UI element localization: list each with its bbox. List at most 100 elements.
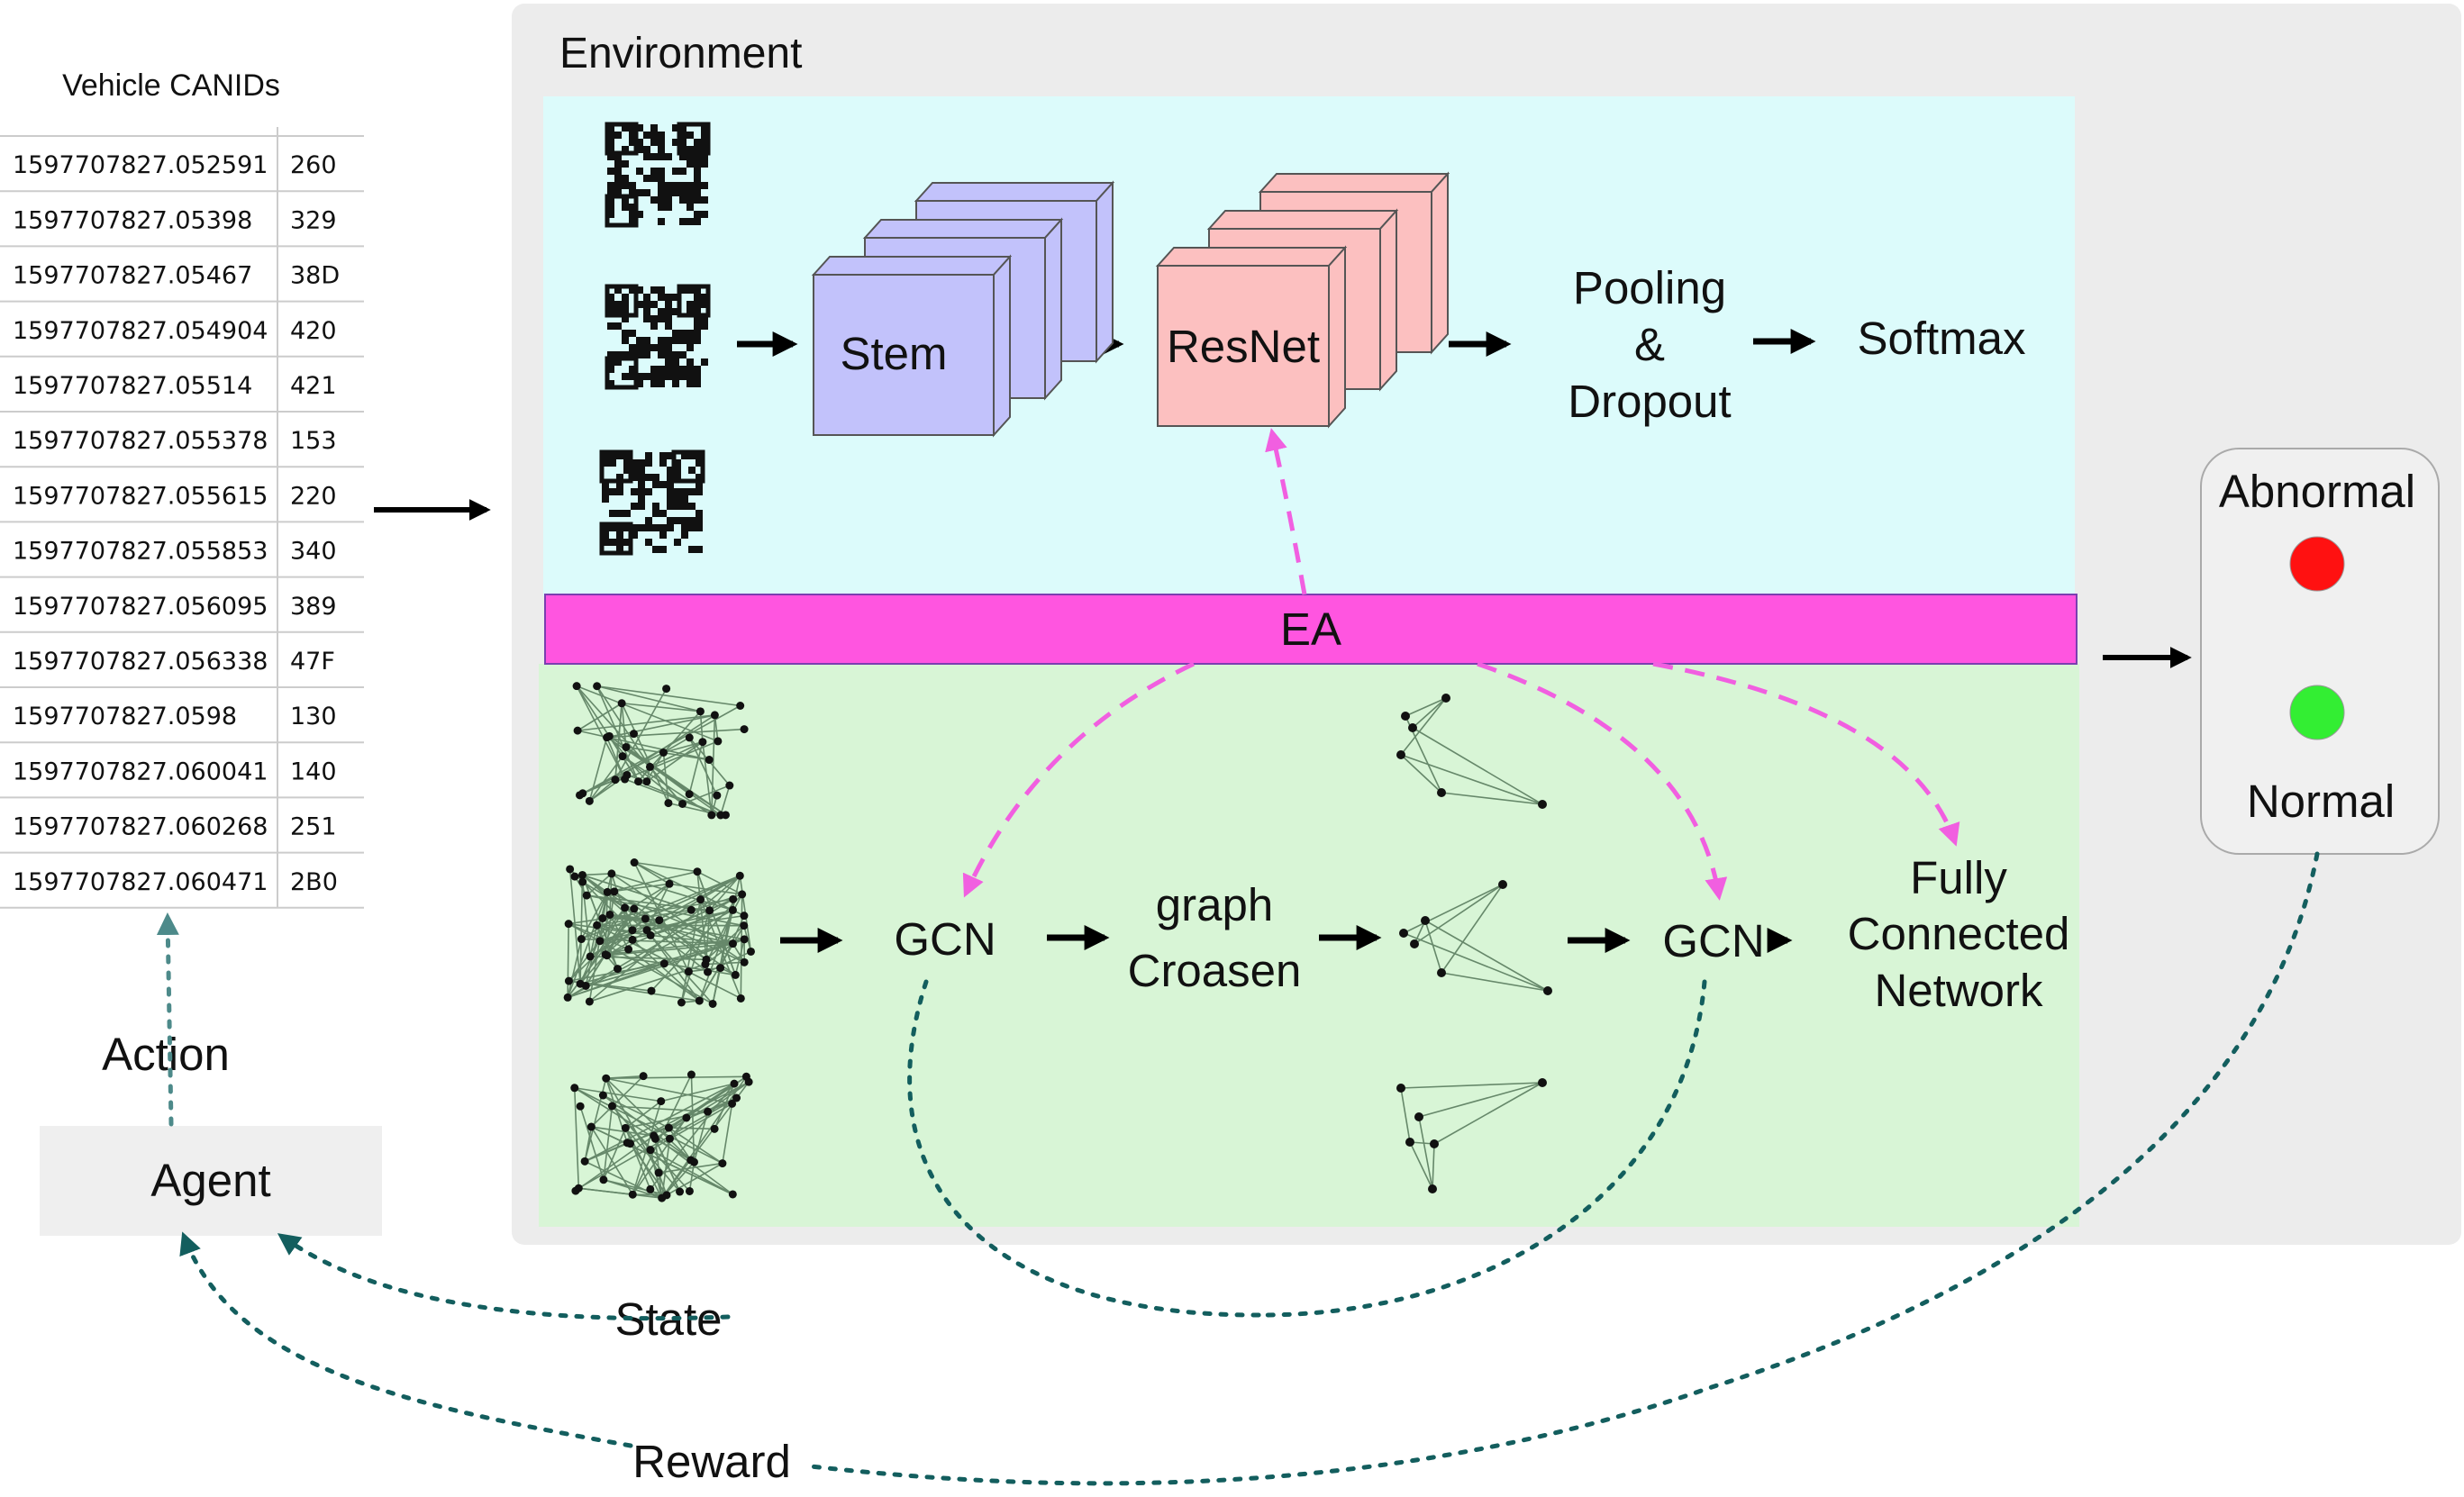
qr-cell bbox=[602, 459, 609, 467]
qr-cell bbox=[650, 153, 658, 160]
qr-cell bbox=[679, 218, 686, 225]
qr-cell bbox=[650, 124, 658, 132]
graph-edge bbox=[614, 703, 623, 780]
qr-cell bbox=[701, 294, 708, 301]
stem-top-face bbox=[914, 182, 1115, 202]
graph-edge bbox=[696, 870, 743, 895]
qr-cell bbox=[650, 196, 658, 204]
stem-block bbox=[811, 180, 1115, 438]
qr-cell bbox=[658, 351, 665, 358]
graph-node bbox=[566, 865, 575, 874]
qr-cell bbox=[658, 380, 665, 387]
qr-cell bbox=[701, 315, 708, 322]
graph-edge bbox=[646, 741, 704, 783]
graph-edge bbox=[668, 1127, 715, 1130]
stem-top-face bbox=[862, 219, 1064, 239]
qr-cell bbox=[672, 294, 679, 301]
normal-label: Normal bbox=[2247, 776, 2395, 827]
graph-node bbox=[685, 1186, 694, 1195]
graph-edge bbox=[584, 1083, 735, 1163]
qr-cell bbox=[658, 315, 665, 322]
graph-edge bbox=[1409, 1141, 1433, 1190]
graph-edge bbox=[702, 741, 713, 816]
qr-cell bbox=[679, 146, 686, 153]
qr-cell bbox=[629, 139, 636, 146]
graph-edge bbox=[650, 898, 734, 937]
graph-edge bbox=[607, 870, 698, 894]
qr-cell bbox=[694, 182, 701, 189]
qr-cell bbox=[667, 481, 674, 488]
ea-bar bbox=[544, 594, 2078, 665]
table-title: Vehicle CANIDs bbox=[62, 68, 280, 103]
graph-edge bbox=[699, 899, 742, 999]
graph-node bbox=[1441, 694, 1450, 703]
qr-cell bbox=[636, 189, 643, 196]
graph-edge bbox=[1441, 792, 1543, 805]
qr-cell bbox=[607, 189, 614, 196]
qr-cell bbox=[694, 380, 701, 387]
qr-cell bbox=[623, 467, 631, 474]
qr-cell bbox=[607, 153, 614, 160]
qr-cell bbox=[614, 132, 622, 139]
table-cell-timestamp: 1597707827.052591 bbox=[13, 151, 268, 179]
qr-cell bbox=[650, 132, 658, 139]
qr-cell bbox=[616, 481, 623, 488]
graph-edge bbox=[585, 908, 635, 986]
qr-cell bbox=[665, 153, 672, 160]
table-cell-canid: 329 bbox=[290, 206, 337, 234]
graph-node bbox=[573, 726, 582, 735]
graph-node bbox=[628, 1190, 637, 1199]
graph-edge bbox=[649, 766, 684, 805]
graph-node bbox=[659, 959, 668, 968]
ea-to-gcn2-arrow bbox=[1477, 661, 1728, 901]
qr-cell bbox=[607, 124, 614, 132]
graph-edge bbox=[1400, 1087, 1411, 1143]
qr-cell bbox=[658, 153, 665, 160]
graph-node bbox=[698, 738, 707, 747]
qr-cell bbox=[602, 488, 609, 495]
qr-cell bbox=[659, 524, 667, 531]
qr-cell bbox=[609, 510, 616, 517]
qr-cell bbox=[688, 524, 696, 531]
qr-cell bbox=[679, 351, 686, 358]
graph-node bbox=[693, 867, 702, 876]
graph-node bbox=[704, 967, 713, 976]
qr-cell bbox=[643, 351, 650, 358]
qr-cell bbox=[650, 175, 658, 182]
qr-cell bbox=[665, 308, 672, 315]
graph-edge bbox=[666, 1162, 723, 1196]
resnet-top-face bbox=[1258, 173, 1450, 193]
graph-node bbox=[576, 979, 585, 988]
fc-label-1: Fully bbox=[1910, 852, 2007, 903]
qr-cell bbox=[686, 196, 694, 204]
qr-cell bbox=[658, 373, 665, 380]
graph-edge bbox=[650, 934, 700, 1002]
qr-cell bbox=[696, 546, 703, 553]
graph-node bbox=[731, 970, 740, 979]
graph-edge bbox=[698, 943, 734, 1002]
qr-cell bbox=[681, 495, 688, 503]
qr-cell bbox=[665, 301, 672, 308]
graph-edge bbox=[573, 1087, 580, 1189]
graph-edge bbox=[632, 1074, 693, 1195]
graph-edge bbox=[632, 1117, 687, 1195]
qr-cell bbox=[607, 211, 614, 218]
graph-node bbox=[570, 1084, 579, 1093]
qr-cell bbox=[665, 337, 672, 344]
qr-cell bbox=[631, 531, 638, 539]
qr-cell bbox=[622, 315, 629, 322]
graph-edge bbox=[596, 924, 651, 937]
table-cell-canid: 153 bbox=[290, 427, 337, 455]
qr-cell bbox=[643, 308, 650, 315]
qr-cell bbox=[645, 488, 652, 495]
graph-edge bbox=[652, 1135, 681, 1193]
qr-cell bbox=[659, 531, 667, 539]
qr-cell bbox=[652, 503, 659, 510]
graph-node bbox=[1401, 712, 1410, 721]
qr-cell bbox=[659, 459, 667, 467]
qr-cell bbox=[616, 488, 623, 495]
qr-cell bbox=[658, 182, 665, 189]
graph-node bbox=[621, 903, 630, 912]
qr-cell bbox=[679, 124, 686, 132]
qr-cell bbox=[629, 132, 636, 139]
